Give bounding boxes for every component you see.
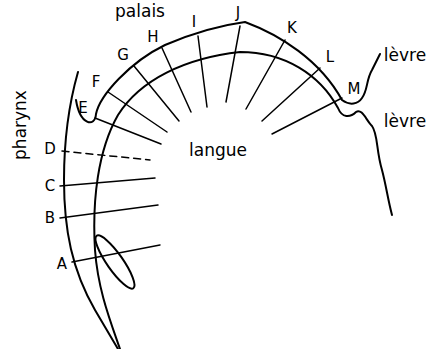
- section-line: [60, 178, 155, 186]
- section-letter: B: [45, 211, 55, 226]
- section-letter: K: [287, 21, 297, 36]
- section-line: [272, 98, 342, 134]
- section-letter: F: [92, 75, 101, 90]
- region-label: langue: [189, 142, 247, 159]
- epiglottis: [90, 231, 140, 293]
- section-letter: I: [192, 15, 196, 30]
- section-letter: G: [117, 48, 129, 63]
- section-line: [72, 245, 160, 262]
- section-line: [246, 40, 285, 109]
- section-line: [162, 48, 191, 112]
- section-letter: E: [78, 101, 87, 116]
- section-line: [134, 66, 179, 121]
- section-line: [108, 92, 167, 132]
- pharynx-wall: [64, 72, 118, 349]
- section-line: [198, 36, 207, 107]
- section-letter: M: [348, 82, 361, 97]
- region-label: palais: [115, 3, 165, 20]
- section-letter: L: [326, 50, 334, 65]
- section-letter: D: [44, 142, 56, 157]
- palate-contour: [76, 22, 380, 122]
- section-letter: J: [236, 6, 240, 21]
- section-letter: H: [147, 30, 158, 45]
- section-line: [60, 205, 158, 218]
- region-label: lèvre: [384, 47, 426, 64]
- section-line: [226, 26, 240, 102]
- region-label: pharynx: [12, 90, 29, 160]
- tongue-contour: [94, 52, 392, 349]
- section-letter: C: [45, 179, 55, 194]
- section-letter: A: [57, 257, 67, 272]
- region-label: lèvre: [384, 113, 426, 130]
- section-line: [62, 151, 150, 160]
